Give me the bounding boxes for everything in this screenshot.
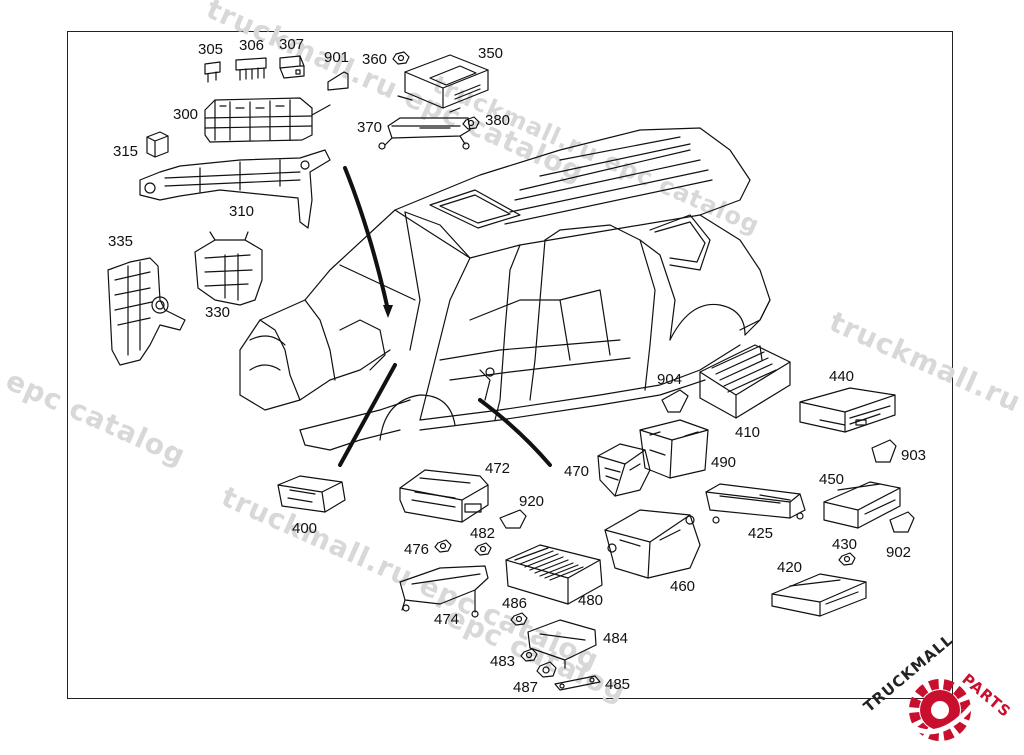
- label-307: 307: [279, 36, 305, 53]
- label-476: 476: [404, 541, 430, 558]
- part-485-bracket: [554, 675, 601, 691]
- diagram-frame: [67, 31, 953, 699]
- label-310: 310: [229, 203, 255, 220]
- part-305-fuse: [204, 61, 221, 83]
- part-430-nut: [838, 552, 856, 566]
- label-482: 482: [470, 525, 496, 542]
- part-901-tag: [327, 71, 349, 91]
- label-330: 330: [205, 304, 231, 321]
- label-903: 903: [901, 447, 927, 464]
- part-370-bracket: [378, 117, 471, 150]
- part-380-nut: [462, 116, 480, 130]
- label-305: 305: [198, 41, 224, 58]
- part-350-control-module: [397, 54, 489, 113]
- label-490: 490: [711, 454, 737, 471]
- label-920: 920: [519, 493, 545, 510]
- part-490-housing: [639, 419, 709, 479]
- label-440: 440: [829, 368, 855, 385]
- part-315-relay: [146, 131, 169, 158]
- part-483-nut: [520, 648, 538, 662]
- car-body-shell: [239, 127, 771, 451]
- label-380: 380: [485, 112, 511, 129]
- label-360: 360: [362, 51, 388, 68]
- label-484: 484: [603, 630, 629, 647]
- label-370: 370: [357, 119, 383, 136]
- part-482-nut: [474, 542, 492, 556]
- part-460-battery-tray: [604, 509, 701, 579]
- part-360-nut: [392, 51, 410, 65]
- part-420-control-unit: [771, 573, 867, 617]
- part-486-nut: [510, 612, 528, 626]
- part-902-tag: [889, 511, 915, 533]
- part-300-fuse-box: [204, 97, 331, 143]
- label-483: 483: [490, 653, 516, 670]
- label-470: 470: [564, 463, 590, 480]
- label-472: 472: [485, 460, 511, 477]
- label-335: 335: [108, 233, 134, 250]
- label-460: 460: [670, 578, 696, 595]
- label-904: 904: [657, 371, 683, 388]
- label-410: 410: [735, 424, 761, 441]
- gear-icon: [908, 679, 974, 741]
- label-430: 430: [832, 536, 858, 553]
- part-425-module: [705, 483, 806, 524]
- part-470-fuse-box: [597, 443, 651, 497]
- truckmall-logo: TRUCKMALL PARTS: [858, 630, 1024, 750]
- part-476-nut: [434, 539, 452, 553]
- part-920-tag: [499, 509, 527, 529]
- part-310-cable-duct: [139, 149, 331, 229]
- part-487-nut: [536, 661, 557, 678]
- part-480-battery: [505, 544, 603, 605]
- part-410-amplifier: [699, 344, 791, 419]
- part-330-relay-bracket: [194, 231, 263, 306]
- label-486: 486: [502, 595, 528, 612]
- part-472-ecu: [399, 469, 489, 523]
- label-487: 487: [513, 679, 539, 696]
- part-474-bracket: [399, 565, 489, 618]
- label-480: 480: [578, 592, 604, 609]
- label-450: 450: [819, 471, 845, 488]
- label-400: 400: [292, 520, 318, 537]
- label-315: 315: [113, 143, 139, 160]
- part-440-control-unit: [799, 387, 896, 433]
- label-902: 902: [886, 544, 912, 561]
- label-420: 420: [777, 559, 803, 576]
- label-901: 901: [324, 49, 350, 66]
- part-306-fuse-strip: [235, 57, 267, 81]
- part-903-tag: [871, 439, 897, 463]
- leader-arrows: [338, 166, 552, 467]
- part-450-control-unit: [823, 481, 901, 529]
- part-335-module-bracket: [107, 257, 186, 366]
- part-904-tag: [661, 389, 689, 413]
- label-306: 306: [239, 37, 265, 54]
- part-307-relay: [279, 55, 305, 79]
- label-474: 474: [434, 611, 460, 628]
- label-485: 485: [605, 676, 631, 693]
- part-484-plate: [527, 619, 597, 669]
- label-300: 300: [173, 106, 199, 123]
- label-350: 350: [478, 45, 504, 62]
- label-425: 425: [748, 525, 774, 542]
- part-400-airbag-module: [277, 475, 346, 513]
